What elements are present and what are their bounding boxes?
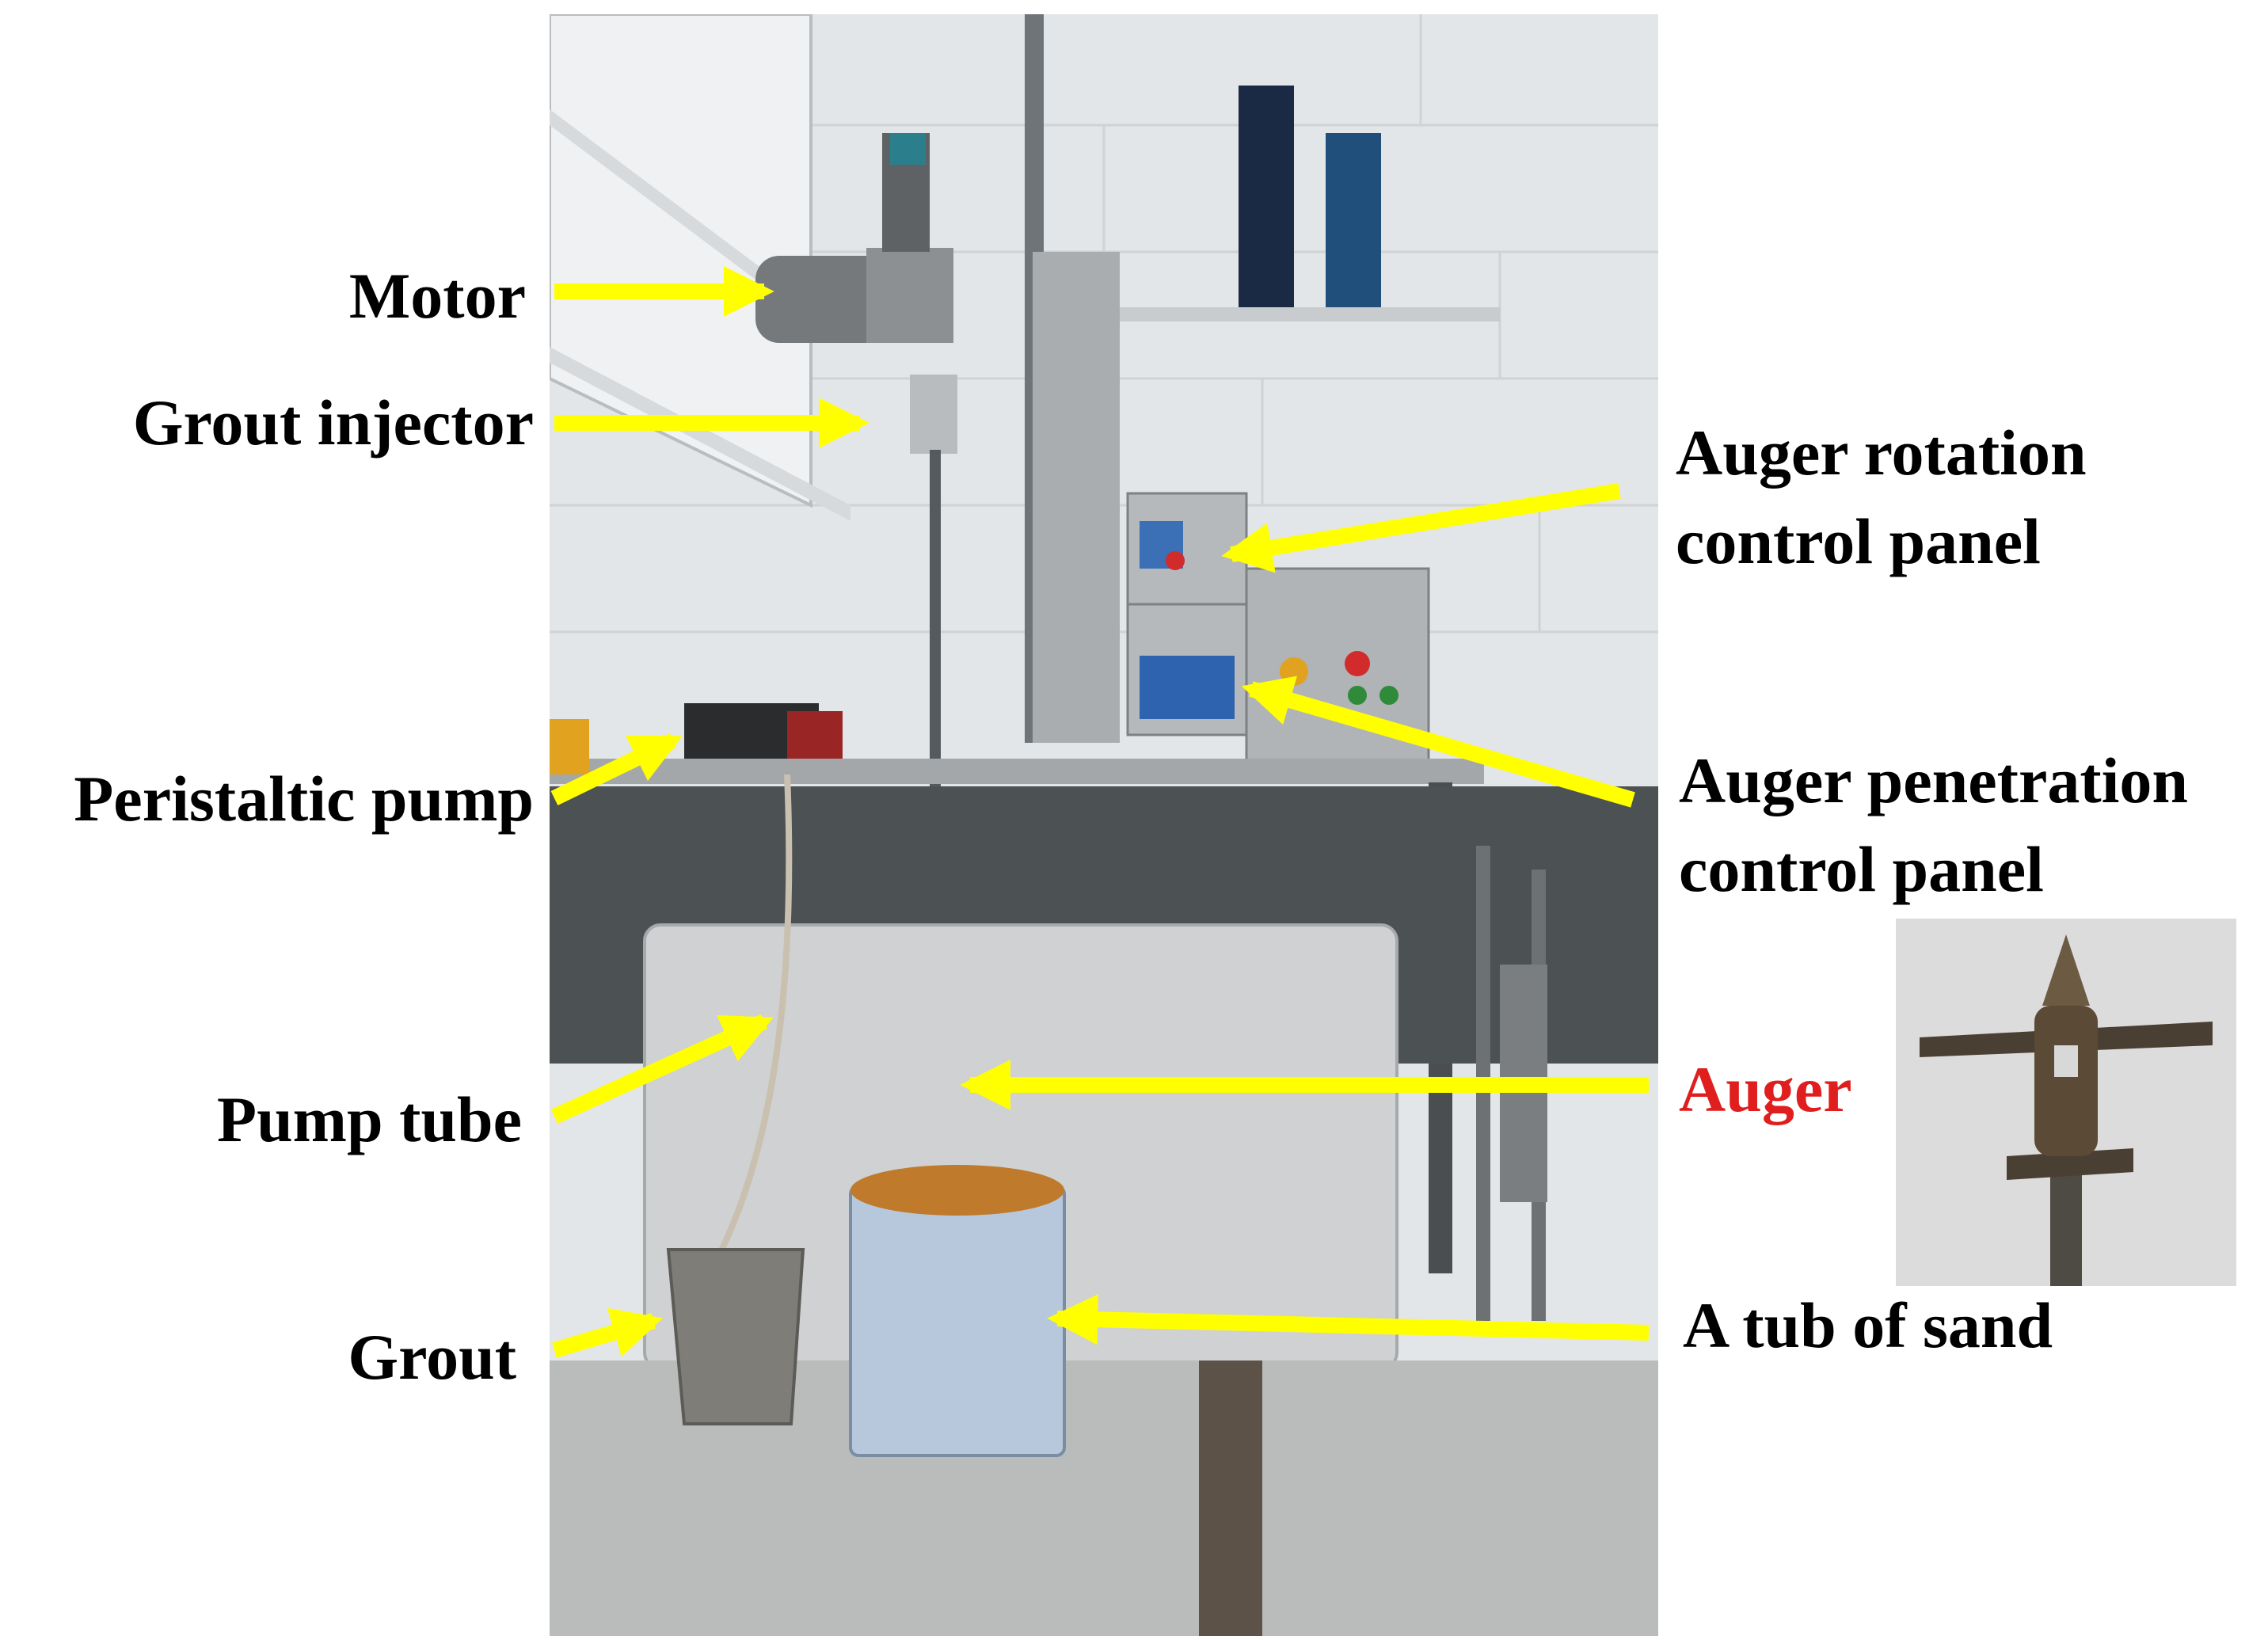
auger-rotation-label-line1: Auger rotation	[1676, 417, 2087, 489]
motor-label: Motor	[348, 260, 526, 332]
peristaltic-pump-label: Peristaltic pump	[74, 763, 534, 835]
grout-arrow	[552, 1307, 664, 1358]
grout-label: Grout	[348, 1321, 516, 1393]
auger-rotation-arrow	[1221, 483, 1621, 573]
auger-inset-photo	[1896, 919, 2236, 1286]
peristaltic-pump-arrow	[550, 733, 683, 805]
auger-penetration-label-line2: control panel	[1679, 833, 2044, 905]
auger-label: Auger	[1679, 1053, 1852, 1125]
pump-tube-arrow	[550, 1014, 774, 1125]
pump-tube-label: Pump tube	[216, 1083, 522, 1155]
auger-penetration-arrow	[1241, 675, 1635, 808]
lab-setup-photo	[550, 14, 1658, 1636]
auger-penetration-label-line1: Auger penetration	[1679, 744, 2189, 816]
tub-of-sand-label: A tub of sand	[1683, 1289, 2053, 1361]
auger-rotation-label-line2: control panel	[1676, 505, 2041, 577]
grout-injector-label: Grout injector	[132, 386, 534, 459]
tub-of-sand-arrow	[1047, 1294, 1650, 1345]
